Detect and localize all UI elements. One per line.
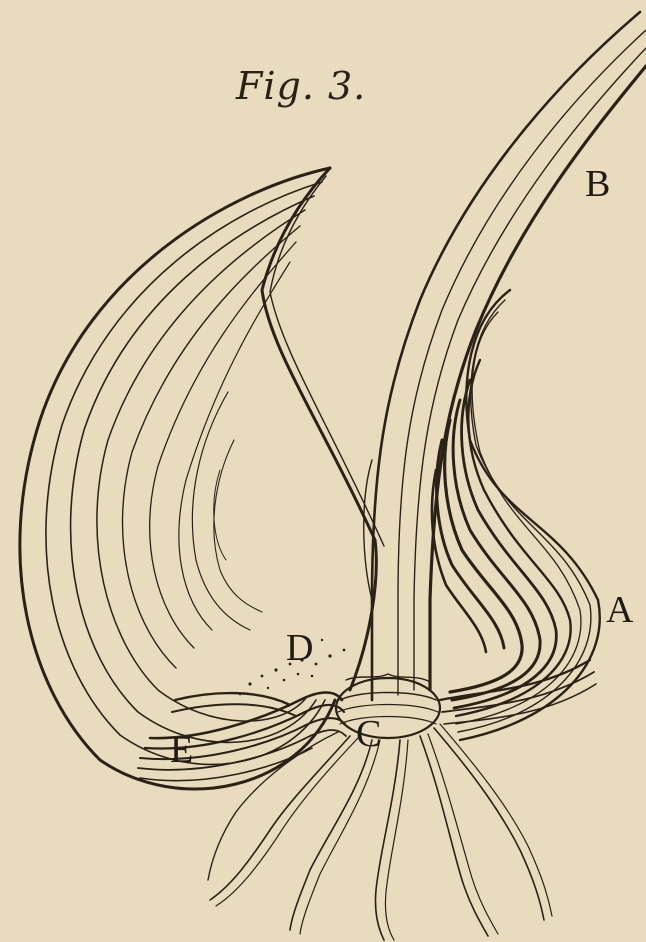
label-b: B	[585, 162, 610, 206]
figure-caption: Fig. 3.	[236, 64, 366, 108]
label-c: C	[356, 712, 381, 756]
label-a: A	[606, 588, 633, 632]
label-e: E	[170, 728, 193, 772]
left-bulb-scales	[20, 168, 384, 789]
label-d: D	[286, 626, 313, 670]
flower-stalk	[372, 12, 646, 700]
